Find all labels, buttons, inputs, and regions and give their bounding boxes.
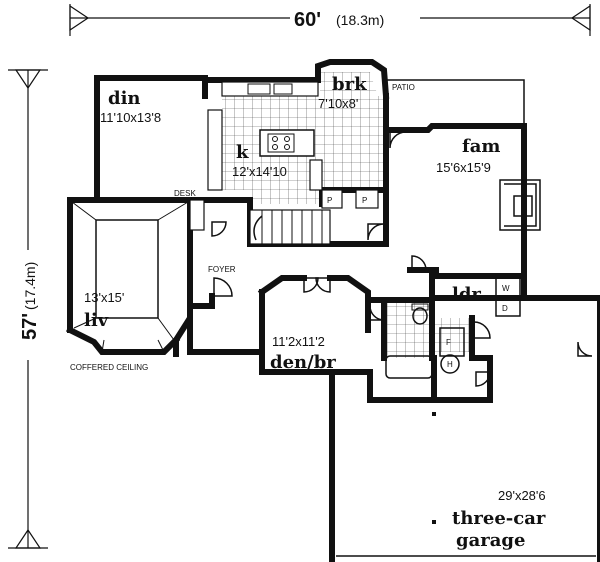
bath-fixtures	[385, 277, 521, 379]
pantry-label: P	[362, 196, 367, 205]
depth-main: 57'	[19, 313, 41, 340]
heater-label: H	[447, 360, 453, 369]
den-name: den/br	[270, 352, 336, 373]
coffered-ceiling-lines	[71, 201, 189, 353]
living-room-name: liv	[84, 310, 109, 331]
doors	[211, 131, 593, 387]
garage-marker	[432, 412, 436, 416]
foyer-label: FOYER	[208, 265, 236, 274]
dryer-label: D	[502, 304, 508, 313]
depth-metric: (17.4m)	[22, 262, 38, 310]
laundry-tile-floor	[384, 300, 432, 358]
hall-tile-floor	[432, 318, 472, 352]
freezer-label: F	[446, 338, 451, 347]
coffered-ceiling-label: COFFERED CEILING	[70, 363, 148, 372]
dining-room-size: 11'10x13'8	[100, 110, 161, 125]
garage-name-line2: garage	[456, 530, 525, 551]
kitchen-fixtures	[189, 81, 379, 245]
width-metric: (18.3m)	[336, 12, 384, 28]
desk-label: DESK	[174, 189, 196, 198]
depth-dimension: 57' (17.4m)	[8, 69, 48, 549]
garage-size: 29'x28'6	[498, 488, 546, 503]
garage-name-line1: three-car	[452, 508, 546, 529]
patio-label: PATIO	[392, 83, 415, 92]
washer-label: W	[502, 284, 510, 293]
width-main: 60'	[294, 9, 321, 31]
laundry-room-name: ldr	[452, 284, 481, 305]
family-room-name: fam	[462, 136, 500, 157]
pantry-label: P	[327, 196, 332, 205]
breakfast-room-size: 7'10x8'	[318, 96, 358, 111]
width-dimension: 60' (18.3m)	[69, 4, 591, 36]
breakfast-room-name: brk	[332, 74, 367, 95]
family-room-size: 15'6x15'9	[436, 160, 491, 175]
kitchen-name: k	[236, 142, 249, 163]
den-size: 11'2x11'2	[272, 334, 325, 349]
dining-room-name: din	[108, 88, 141, 109]
living-room-size: 13'x15'	[84, 290, 124, 305]
kitchen-size: 12'x14'10	[232, 164, 287, 179]
garage-marker	[432, 520, 436, 524]
